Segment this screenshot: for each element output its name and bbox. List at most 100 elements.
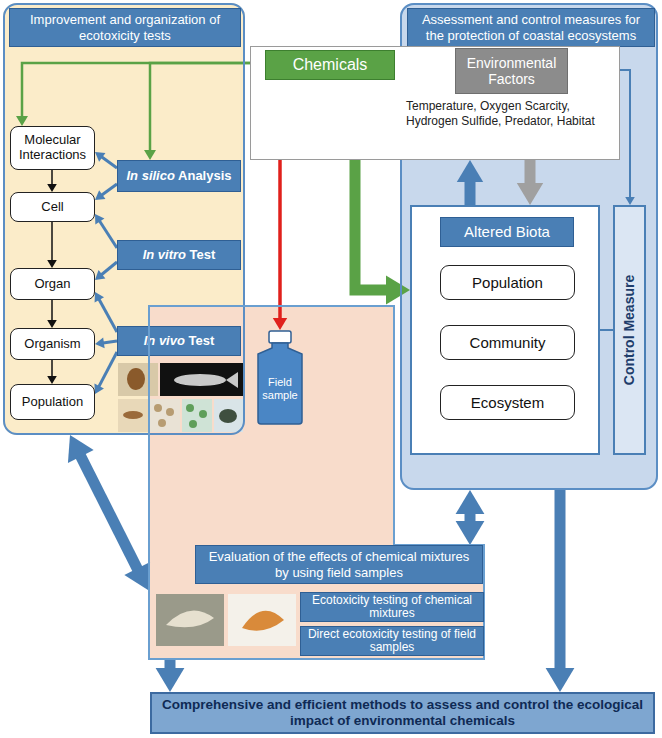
arrow-head (625, 197, 635, 205)
arrow-head (47, 376, 57, 384)
arrow-head (156, 668, 185, 692)
arrow-head (95, 270, 105, 280)
node-label: Organ (34, 277, 70, 292)
level-box: Organ (10, 268, 95, 300)
connector-line (51, 170, 53, 186)
connector-line (51, 360, 53, 378)
control-box: Control Measure (613, 205, 646, 455)
node-label: Comprehensive and efficient methods to a… (158, 697, 647, 729)
method-box: Direct ecotoxicity testing of field samp… (300, 626, 484, 656)
level-box: Ecosystem (440, 385, 575, 420)
factor-panel: Temperature, Oxygen Scarcity, Hydrogen S… (250, 46, 620, 160)
connector-arrow (47, 222, 57, 268)
heading-text: Temperature, Oxygen Scarcity, Hydrogen S… (406, 99, 618, 129)
connector-line (600, 329, 613, 331)
method-box: In vitro Test (117, 240, 241, 270)
connector-arrow (68, 435, 150, 590)
heading-text: Assessment and control measures for the … (407, 8, 655, 47)
node-label: Field sample (253, 376, 307, 401)
arrow-head (517, 183, 543, 205)
arrow-head (456, 521, 485, 545)
connector-line (22, 63, 265, 119)
node-label: Cell (41, 200, 63, 215)
connector-arrow (600, 330, 613, 331)
arrow-head (95, 337, 105, 348)
heading-text: Improvement and organization of ecotoxic… (9, 8, 241, 47)
node-label: In silico Analysis (126, 169, 231, 183)
connector-arrow (517, 160, 543, 205)
connector-arrow (94, 352, 117, 394)
arrow-head (95, 152, 105, 162)
arrow-head (273, 318, 287, 330)
arrow-head (144, 150, 156, 160)
biota-box: Altered BiotaPopulationCommunityEcosyste… (410, 205, 600, 455)
node-label: In vitro Test (143, 248, 216, 262)
sample-bottle: Field sample (253, 330, 307, 425)
node-label: Chemicals (293, 56, 368, 74)
connector-line (98, 298, 117, 332)
arrow-head (456, 490, 485, 514)
method-box: In vivo Test (117, 326, 241, 356)
arrow-head (386, 276, 410, 305)
connector-line (51, 222, 53, 262)
connector-arrow (47, 300, 57, 328)
connector-arrow (95, 292, 117, 332)
node-label: Environmental Factors (456, 55, 567, 87)
factor-box: Environmental Factors (455, 48, 568, 94)
connector-arrow (95, 337, 117, 348)
arrow-head (47, 184, 57, 192)
goal-box: Comprehensive and efficient methods to a… (150, 692, 655, 734)
method-box: Ecotoxicity testing of chemical mixtures (300, 592, 484, 622)
node-label: Organism (24, 337, 80, 352)
heading-text: Evaluation of the effects of chemical mi… (195, 545, 483, 584)
level-box: Molecular Interactions (10, 126, 95, 170)
organism-photos (118, 363, 243, 432)
arrow-head (95, 214, 104, 224)
panel-fill (3, 3, 245, 435)
arrow-head (47, 320, 57, 328)
connector-arrow (47, 170, 57, 192)
arrow-head (95, 292, 104, 302)
node-label: Direct ecotoxicity testing of field samp… (304, 628, 480, 654)
section-panel: Evaluation of the effects of chemical mi… (148, 305, 485, 660)
connector-arrow (620, 70, 635, 205)
connector-line (100, 184, 117, 196)
method-box: In silico Analysis (117, 160, 241, 192)
connector-line (51, 300, 53, 322)
level-box: Organism (10, 328, 95, 360)
arrow-head (457, 160, 483, 182)
arrow-head (47, 260, 57, 268)
connector-arrow (47, 360, 57, 384)
connector-line (100, 262, 117, 276)
connector-arrow (95, 152, 117, 168)
connector-arrow (457, 160, 483, 205)
heading-text: Altered Biota (440, 217, 574, 247)
arrow-head (16, 116, 28, 126)
level-box: Cell (10, 192, 95, 222)
section-panel: Improvement and organization of ecotoxic… (3, 3, 245, 435)
arrow-head (124, 562, 150, 590)
connector-line (555, 490, 566, 675)
connector-arrow (95, 262, 117, 280)
level-box: Community (440, 325, 575, 360)
connector-line (150, 63, 265, 153)
node-label: In vivo Test (144, 334, 215, 348)
connector-line (98, 352, 117, 388)
crustacean-photos (156, 594, 296, 646)
arrow-head (95, 190, 105, 200)
connector-arrow (456, 490, 485, 545)
node-label: Ecotoxicity testing of chemical mixtures (304, 594, 480, 620)
connector-arrow (95, 184, 117, 200)
node-label: Molecular Interactions (13, 133, 92, 163)
connector-arrow (95, 214, 117, 248)
level-box: Population (10, 384, 95, 420)
node-label: Control Measure (622, 275, 638, 385)
connector-arrow (156, 660, 185, 692)
connector-arrow (16, 63, 265, 126)
chemicals-box: Chemicals (265, 50, 395, 80)
connector-line (100, 156, 117, 168)
arrow-head (68, 435, 94, 463)
arrow-head (94, 384, 104, 394)
node-label: Ecosystem (471, 394, 544, 411)
